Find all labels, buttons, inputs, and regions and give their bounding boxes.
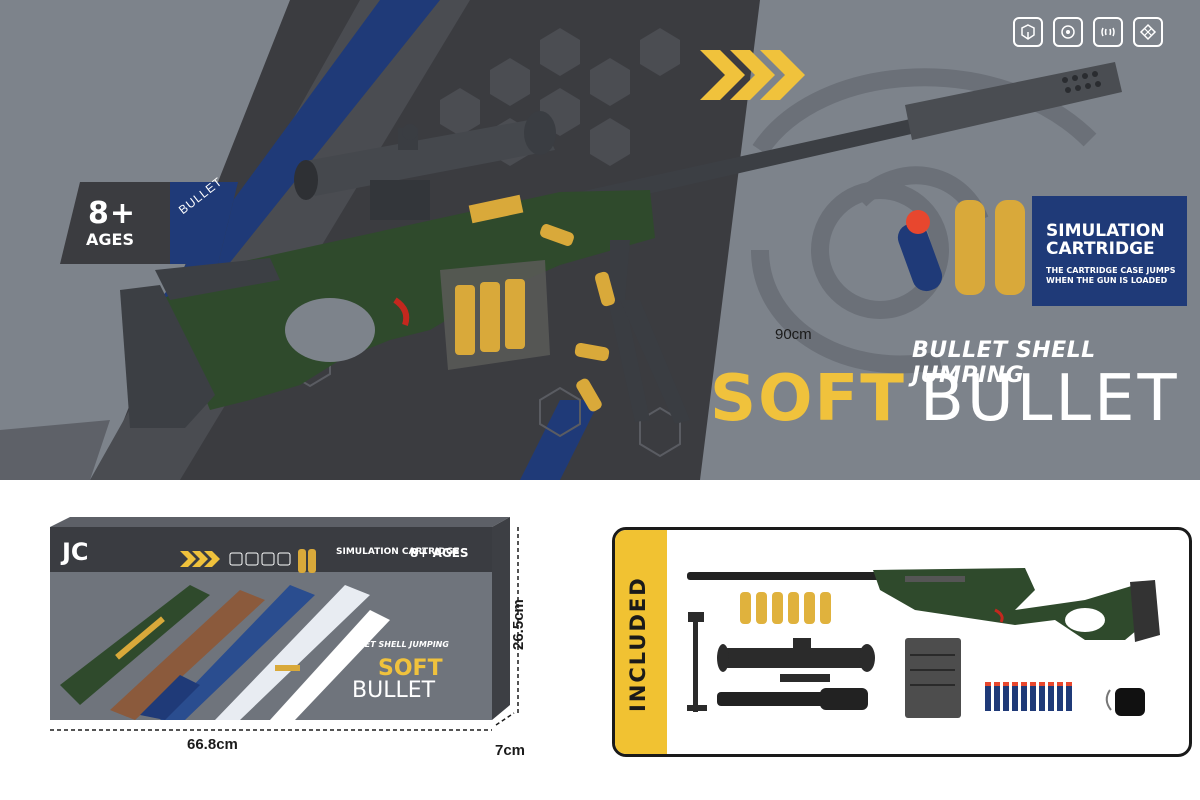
magazine	[905, 638, 961, 718]
box-feature-icons	[229, 552, 291, 566]
feature-icons	[1013, 17, 1163, 47]
box-height-label: 26.5cm	[510, 599, 527, 650]
sling-clip	[1105, 688, 1145, 716]
box-ages: 8+ AGES	[410, 546, 469, 560]
simulation-subtitle: THE CARTRIDGE CASE JUMPS WHEN THE GUN IS…	[1046, 266, 1176, 285]
tagline: BULLET SHELL JUMPING	[912, 338, 1096, 388]
included-label: INCLUDED	[626, 576, 650, 712]
included-panel	[612, 527, 1192, 757]
scope	[717, 638, 875, 682]
length-label: 90cm	[775, 326, 812, 343]
diamond-grid-icon	[1133, 17, 1163, 47]
target-icon	[1053, 17, 1083, 47]
chevron-arrows	[700, 50, 805, 100]
title-bullet: BULLET	[920, 362, 1180, 436]
box-title-soft: SOFT	[378, 656, 443, 681]
simulation-panel	[1032, 196, 1187, 306]
silencer	[717, 688, 868, 710]
sound-wave-icon	[1093, 17, 1123, 47]
ages-card-accent	[170, 182, 238, 264]
sniper-rifle	[120, 62, 1122, 428]
box-title-bullet: BULLET	[352, 678, 436, 703]
ages-label: AGES	[86, 230, 134, 249]
box-depth-label: 7cm	[495, 742, 526, 759]
grey-corner	[0, 420, 110, 480]
box-width-label: 66.8cm	[187, 736, 238, 753]
foam-darts	[985, 682, 1072, 711]
bipod	[687, 612, 707, 712]
magazine-ribs	[910, 654, 955, 686]
dimension-lines	[50, 527, 519, 731]
package-box: JC	[50, 517, 519, 731]
rifle-body	[687, 568, 1160, 642]
simulation-title: SIMULATION CARTRIDGE	[1046, 221, 1165, 259]
box-gun-illustrations	[60, 585, 390, 720]
ages-number: 8+	[88, 196, 137, 231]
title-soft: SOFT	[710, 362, 906, 436]
shell-casings	[740, 592, 831, 624]
box-simulation-title: SIMULATION CARTRIDGE	[336, 547, 460, 557]
hero-banner: 8+ AGES BULLET SIMULATION CARTRIDGE THE …	[0, 0, 1200, 480]
box-tagline: BULLET SHELL JUMPING	[342, 640, 449, 649]
included-bar	[615, 530, 667, 754]
blue-stripe-1	[160, 0, 440, 300]
cartridge-art	[897, 200, 1025, 295]
cubes-icon	[1013, 17, 1043, 47]
included-items	[687, 568, 1160, 718]
brand-logo: JC	[60, 538, 89, 566]
box-chevrons	[180, 551, 220, 567]
banner-artwork	[0, 0, 1122, 480]
